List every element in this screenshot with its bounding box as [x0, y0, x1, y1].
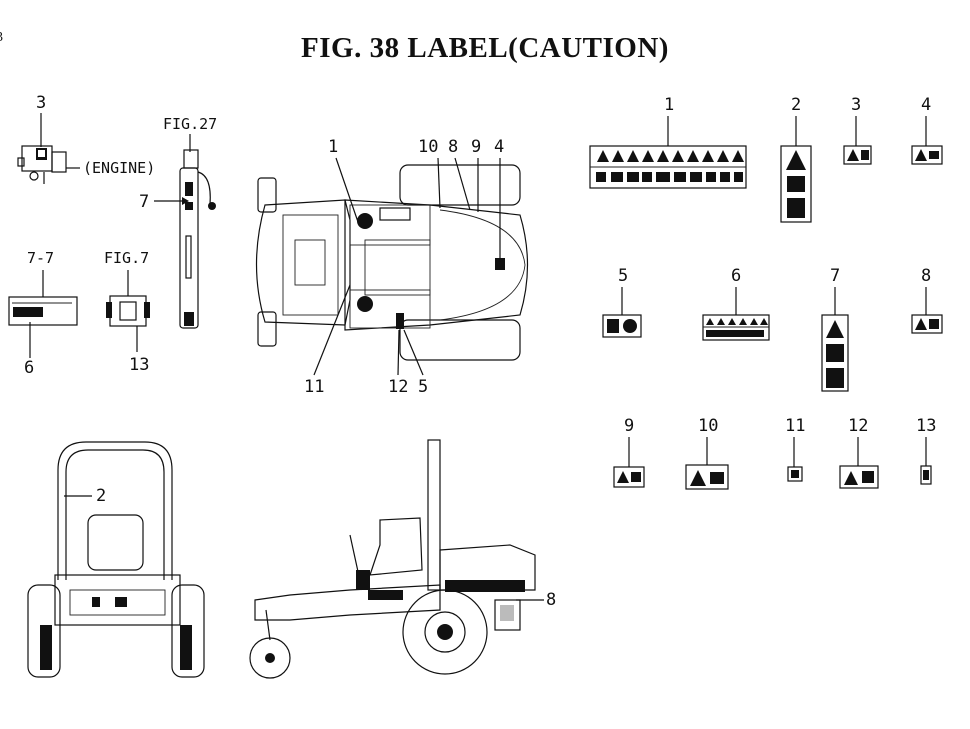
fig7-ref: FIG.7 — [104, 249, 149, 267]
catalog-label-12: 12 — [848, 416, 868, 436]
top-callout-4: 4 — [494, 137, 504, 157]
rear-callout-2: 2 — [96, 486, 106, 506]
top-callout-10: 10 — [418, 137, 438, 157]
catalog-label-6: 6 — [731, 266, 741, 286]
caution-label-2 — [780, 145, 812, 223]
top-callout-11: 11 — [304, 377, 324, 397]
caution-label-8 — [911, 314, 943, 334]
catalog-label-7: 7 — [830, 266, 840, 286]
engine-callout-number: 3 — [36, 93, 46, 113]
catalog-label-5: 5 — [618, 266, 628, 286]
catalog-label-4: 4 — [921, 95, 931, 115]
catalog-label-11: 11 — [785, 416, 805, 436]
caution-label-6 — [702, 314, 770, 341]
engine-label-text: (ENGINE) — [83, 159, 155, 177]
fig7-callout-number: 13 — [129, 355, 149, 375]
top-callout-1: 1 — [328, 137, 338, 157]
catalog-label-8: 8 — [921, 266, 931, 286]
fig7-detail: FIG.7 13 — [104, 249, 150, 375]
top-callout-8: 8 — [448, 137, 458, 157]
mower-side-view: 8 — [249, 439, 556, 679]
fig27-callout-number: 7 — [139, 192, 149, 212]
caution-label-10 — [685, 464, 729, 490]
caution-label-11 — [787, 466, 803, 482]
caution-label-9 — [613, 466, 645, 488]
catalog-label-9: 9 — [624, 416, 634, 436]
catalog-label-1: 1 — [664, 95, 674, 115]
caution-label-4 — [911, 145, 943, 165]
catalog-label-3: 3 — [851, 95, 861, 115]
item-7-7-label: 7-7 — [27, 249, 54, 267]
top-callout-9: 9 — [471, 137, 481, 157]
top-callout-5: 5 — [418, 377, 428, 397]
top-callout-12: 12 — [388, 377, 408, 397]
fig27-ref: FIG.27 — [163, 115, 217, 133]
fig27-detail: FIG.27 7 — [139, 115, 217, 329]
catalog-label-2: 2 — [791, 95, 801, 115]
catalog-label-10: 10 — [698, 416, 718, 436]
engine-detail: 3 (ENGINE) — [17, 93, 155, 184]
caution-label-5 — [602, 314, 642, 338]
caution-label-13 — [920, 465, 932, 485]
label-catalog: 1 2 3 — [589, 95, 943, 490]
page-number: 3 — [0, 30, 3, 46]
caution-label-3 — [843, 145, 872, 165]
catalog-label-13: 13 — [916, 416, 936, 436]
figure-title: FIG. 38 LABEL(CAUTION) — [301, 32, 669, 64]
item-7-7-detail: 7-7 6 — [8, 249, 78, 378]
caution-label-7 — [821, 314, 849, 392]
caution-label-12 — [839, 465, 879, 489]
caution-label-1 — [589, 145, 747, 189]
mower-top-view: 1 10 8 9 4 11 12 5 — [255, 137, 529, 397]
item-6-label: 6 — [24, 358, 34, 378]
side-callout-8: 8 — [546, 590, 556, 610]
mower-rear-view: 2 — [27, 441, 205, 678]
